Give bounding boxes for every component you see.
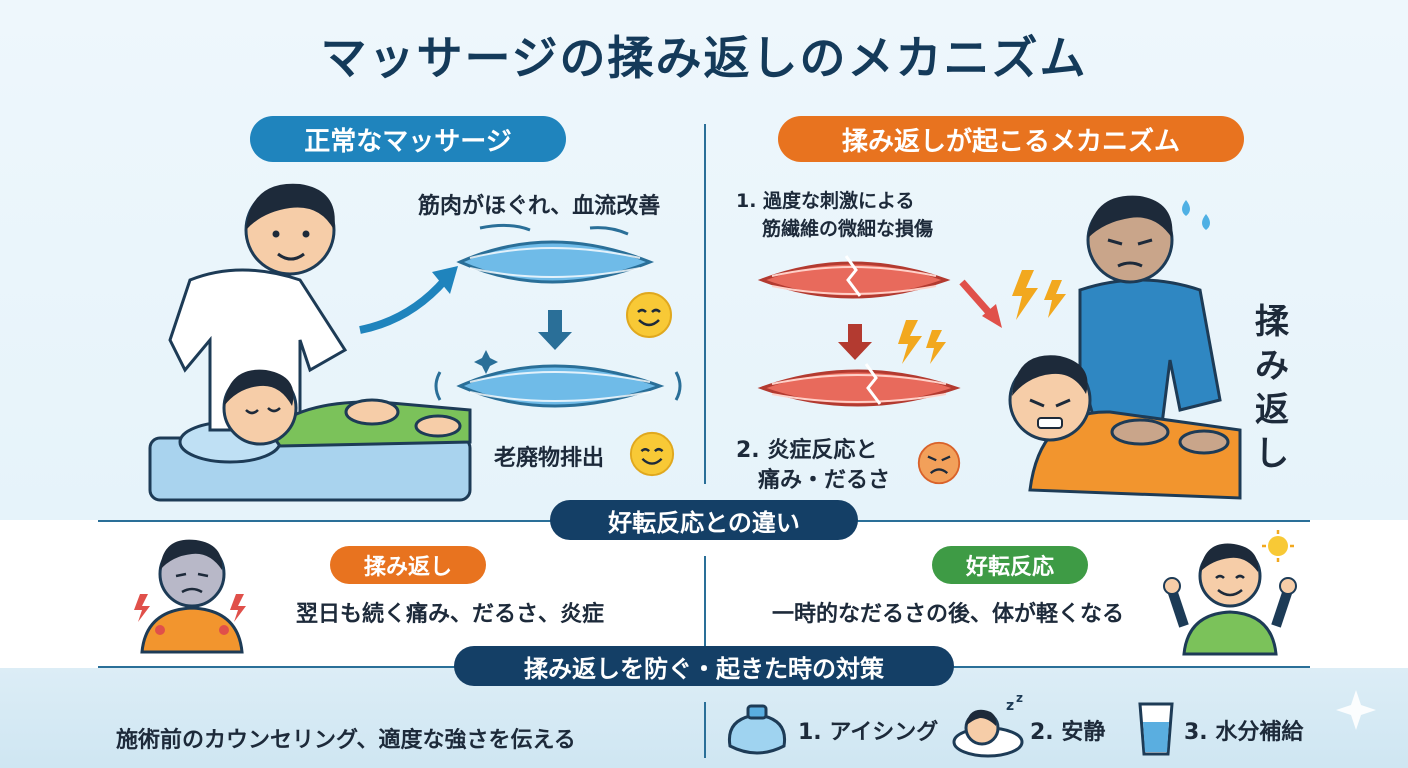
positive-reaction-badge: 好転反応 [932, 546, 1088, 584]
normal-massage-heading: 正常なマッサージ [250, 116, 566, 162]
step2-line1: 2. 炎症反応と [736, 438, 878, 463]
smile-face-icon [626, 292, 672, 338]
comparison-divider [704, 556, 706, 648]
ice-bag-icon [727, 704, 787, 755]
positive-reaction-description: 一時的なだるさの後、体が軽くなる [772, 602, 1125, 627]
rebound-mechanism-heading: 揉み返しが起こるメカニズム [778, 116, 1244, 162]
painful-massage-illustration [1008, 195, 1242, 500]
prevention-text: 施術前のカウンセリング、適度な強さを伝える [116, 728, 576, 753]
blue-muscle-illustration [359, 223, 682, 408]
damaged-muscle-illustration [757, 255, 1002, 407]
comparison-heading: 好転反応との違い [550, 500, 858, 540]
water-glass-icon [1138, 702, 1174, 756]
step1-line2: 筋繊維の微細な損傷 [762, 218, 934, 240]
panel-divider [704, 124, 706, 484]
rebound-description: 翌日も続く痛み、だるさ、炎症 [296, 602, 605, 627]
measure-rest: 2. 安静 [1030, 720, 1106, 745]
therapist-massage-illustration [148, 183, 472, 502]
measure-icing: 1. アイシング [798, 720, 939, 745]
angry-face-icon [917, 441, 961, 485]
sparkle-icon [1336, 690, 1376, 730]
step1-line1: 1. 過度な刺激による [736, 190, 915, 212]
step2-line2: 痛み・だるさ [758, 468, 891, 493]
svg-text:z: z [1006, 698, 1014, 714]
vertical-label-momikaeshi: 揉 み 返 し [1255, 302, 1289, 474]
caption-muscle-relax: 筋肉がほぐれ、血流改善 [418, 194, 661, 219]
measures-heading: 揉み返しを防ぐ・起きた時の対策 [454, 646, 954, 686]
page-title: マッサージの揉み返しのメカニズム [320, 31, 1088, 85]
caption-waste-removal: 老廃物排出 [494, 446, 605, 471]
smile-face-icon-2 [629, 431, 675, 477]
svg-text:z: z [1016, 691, 1023, 705]
measures-divider [704, 702, 706, 758]
sleeping-icon: z z [952, 691, 1024, 758]
energetic-person-icon [1163, 530, 1297, 656]
rebound-badge: 揉み返し [330, 546, 486, 584]
measure-hydration: 3. 水分補給 [1184, 720, 1304, 745]
tired-person-icon [134, 539, 246, 654]
